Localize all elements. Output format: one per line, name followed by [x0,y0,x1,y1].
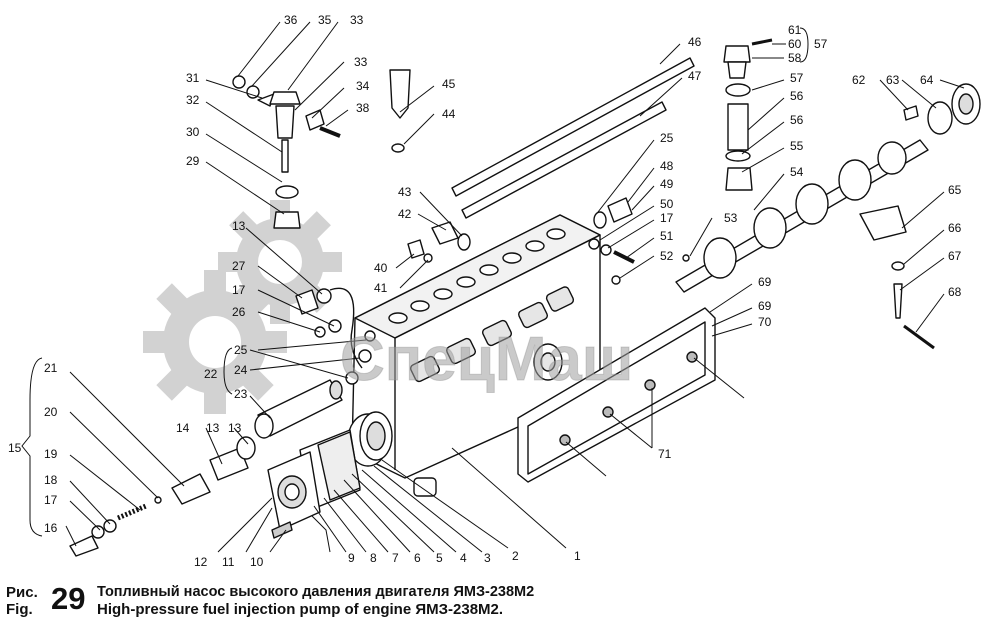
callout-label: 50 [660,197,674,211]
side-cover [517,307,716,483]
bolt-group [69,473,211,557]
callout-label: 13 [206,421,220,435]
callout-label: 15 [8,441,22,455]
parts-drawing [69,38,981,557]
callout-label: 9 [348,551,355,565]
callout-label: 65 [948,183,962,197]
callout-label: 3 [484,551,491,565]
callout-label: 66 [948,221,962,235]
exploded-diagram: СпецМаш 36 35 33 33 34 38 31 32 30 29 45… [8,13,981,569]
callout-label: 33 [350,13,364,27]
callout-label: 7 [392,551,399,565]
callout-label: 8 [370,551,377,565]
bearing-parts [859,83,981,350]
callout-labels: 36 35 33 33 34 38 31 32 30 29 45 44 46 4… [8,13,962,569]
callout-label: 26 [232,305,246,319]
callout-label: 10 [250,555,264,569]
figure-title-ru: Топливный насос высокого давления двигат… [97,584,535,600]
callout-label: 32 [186,93,200,107]
callout-label: 21 [44,361,58,375]
callout-label: 29 [186,154,200,168]
inlet-fitting [254,330,376,439]
callout-label: 13 [232,219,246,233]
callout-label: 61 [788,23,802,37]
callout-label: 69 [758,299,772,313]
callout-label: 52 [660,249,674,263]
callout-label: 71 [658,447,672,461]
leader-lines [21,21,965,553]
figure-caption: Рис. Fig. 29 Топливный насос высокого да… [6,582,996,620]
valve-stack [232,75,341,229]
callout-label: 64 [920,73,934,87]
callout-label: 25 [660,131,674,145]
callout-label: 4 [460,551,467,565]
callout-label: 70 [758,315,772,329]
callout-label: 44 [442,107,456,121]
callout-label: 38 [356,101,370,115]
callout-label: 35 [318,13,332,27]
callout-label: 1 [574,549,581,563]
callout-label: 11 [222,555,235,569]
figure-number: 29 [51,581,86,616]
callout-label: 62 [852,73,866,87]
callout-label: 42 [398,207,412,221]
callout-label: 36 [284,13,298,27]
flange-assembly [267,411,393,539]
callout-label: 54 [790,165,804,179]
figure-prefix-ru: Рис. [6,584,38,601]
callout-label: 27 [232,259,246,273]
callout-label: 43 [398,185,412,199]
callout-label: 24 [234,363,248,377]
callout-label: 58 [788,51,802,65]
callout-label: 30 [186,125,200,139]
callout-label: 13 [228,421,242,435]
callout-label: 47 [688,69,702,83]
callout-label: 33 [354,55,368,69]
callout-label: 67 [948,249,962,263]
callout-label: 23 [234,387,248,401]
callout-label: 16 [44,521,58,535]
callout-label: 17 [232,283,246,297]
callout-label: 53 [724,211,738,225]
callout-label: 56 [790,113,804,127]
callout-label: 31 [186,71,200,85]
callout-label: 12 [194,555,208,569]
callout-label: 45 [442,77,456,91]
callout-label: 25 [234,343,248,357]
callout-label: 51 [660,229,674,243]
plunger [389,69,411,153]
figure-prefix-en: Fig. [6,601,33,618]
callout-label: 14 [176,421,190,435]
callout-label: 49 [660,177,674,191]
callout-label: 56 [790,89,804,103]
callout-label: 69 [758,275,772,289]
callout-label: 19 [44,447,58,461]
watermark-gear-icon [143,200,342,414]
callout-label: 18 [44,473,58,487]
callout-label: 17 [44,493,58,507]
watermark-text: СпецМаш [340,325,633,394]
callout-label: 60 [788,37,802,51]
camshaft [675,139,929,293]
plug-block [413,477,437,497]
callout-label: 57 [814,37,828,51]
callout-label: 22 [204,367,218,381]
callout-label: 48 [660,159,674,173]
figure-title-en: High-pressure fuel injection pump of eng… [97,601,504,618]
callout-label: 57 [790,71,804,85]
callout-label: 63 [886,73,900,87]
callout-label: 55 [790,139,804,153]
callout-label: 34 [356,79,370,93]
callout-label: 40 [374,261,388,275]
callout-label: 17 [660,211,674,225]
callout-label: 2 [512,549,519,563]
callout-label: 41 [374,281,388,295]
callout-label: 68 [948,285,962,299]
callout-label: 46 [688,35,702,49]
callout-label: 5 [436,551,443,565]
banjo-bolt [209,287,363,481]
callout-label: 20 [44,405,58,419]
callout-label: 6 [414,551,421,565]
control-rack [451,57,695,219]
